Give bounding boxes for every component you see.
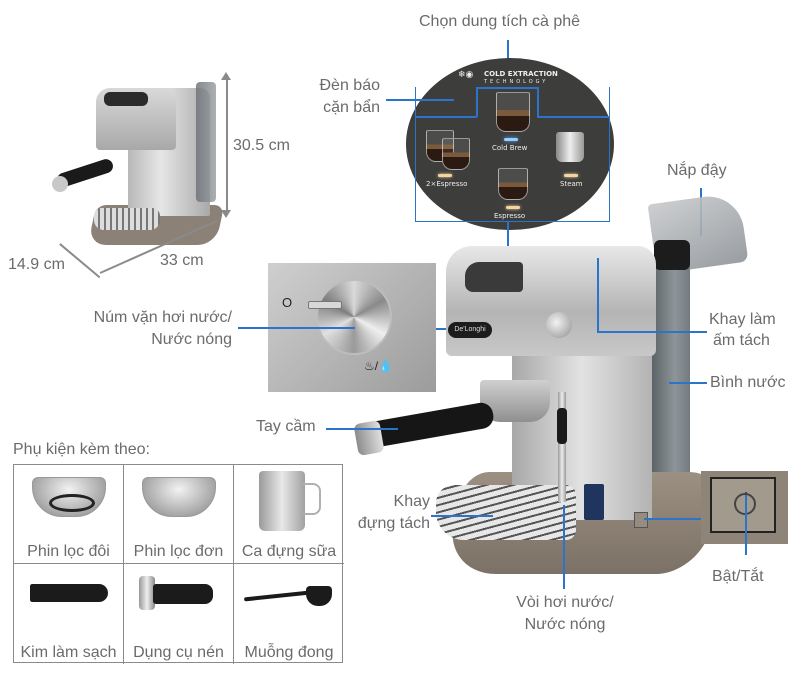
cup-volume-box-top-left [415, 116, 477, 118]
handle-callout [326, 428, 398, 430]
cup-volume-box-top [476, 87, 538, 89]
tamper-icon [138, 576, 219, 610]
option-cold-brew[interactable]: Cold Brew [492, 144, 528, 152]
height-arrow-top-icon [221, 72, 231, 80]
steam-wand-grip [557, 408, 567, 444]
lid-hinge [654, 240, 690, 270]
height-arrow-bottom-icon [221, 210, 231, 218]
qr-info-sticker [584, 484, 604, 520]
power-callout-h [644, 518, 701, 520]
machine-power-button-icon[interactable] [634, 512, 648, 528]
cup-warmer-label-2: ấm tách [713, 332, 770, 349]
steam-led [564, 174, 578, 177]
small-machine-tray [94, 208, 160, 230]
steam-knob-label-1: Núm vặn hơi nước/ [93, 309, 232, 326]
steam-wand-callout [563, 505, 565, 589]
portafilter-handle-cap [353, 419, 385, 457]
steam-knob-label-2: Nước nóng [151, 331, 232, 348]
accessories-title: Phụ kiện kèm theo: [13, 441, 150, 458]
cup-volume-box-top-right [537, 116, 610, 118]
drip-tray-icon[interactable] [436, 485, 576, 540]
cup-volume-highlight-box [415, 87, 610, 222]
cup-volume-label: Chọn dung tích cà phê [419, 13, 581, 30]
steam-knob-callout [238, 327, 355, 329]
descale-light-label-1: Đèn báo [319, 77, 381, 94]
brand-line1: COLD EXTRACTION [484, 70, 558, 78]
brand-line2: TECHNOLOGY [484, 79, 549, 85]
cold-brew-led [504, 138, 518, 141]
depth-dimension-line [59, 243, 101, 278]
measuring-spoon-icon [243, 586, 334, 608]
steam-water-symbol-icon: ♨/💧 [364, 359, 394, 373]
cold-brew-cup-icon [496, 92, 530, 132]
option-double-espresso[interactable]: 2×Espresso [426, 180, 468, 188]
option-steam[interactable]: Steam [560, 180, 583, 188]
option-espresso[interactable]: Espresso [494, 212, 526, 220]
accessory-item: Muỗng đong [234, 564, 344, 664]
accessory-label: Ca đựng sữa [241, 543, 337, 560]
steam-wand-label-1: Vòi hơi nước/ [516, 594, 614, 611]
depth-dimension-label: 14.9 cm [8, 256, 65, 273]
cup-volume-box-step-right [537, 87, 539, 117]
lid-label: Nắp đậy [667, 162, 727, 179]
height-dimension-label: 30.5 cm [233, 137, 290, 154]
water-tank-label: Bình nước [710, 374, 786, 391]
accessory-item: Ca đựng sữa [234, 465, 344, 564]
milk-pitcher-icon [259, 471, 322, 531]
machine-steam-knob-icon[interactable] [546, 312, 572, 338]
water-tank-callout [669, 382, 707, 384]
water-tank-icon[interactable] [652, 258, 690, 502]
single-filter-basket-icon [141, 477, 216, 517]
steam-knob-lever [308, 301, 342, 309]
accessory-item: Phin lọc đơn [124, 465, 234, 564]
cup-warmer-callout-v [597, 258, 599, 332]
panel-to-machine-callout [507, 222, 509, 258]
accessory-label: Dụng cụ nén [133, 644, 224, 661]
steam-pitcher-icon [556, 132, 584, 162]
accessories-grid: Phin lọc đôi Phin lọc đơn Ca đựng sữa Ki… [13, 464, 344, 664]
brand-logo: De'Longhi [448, 322, 492, 338]
width-dimension-label: 33 cm [160, 252, 204, 269]
handle-label: Tay cầm [256, 418, 316, 435]
control-panel-closeup: ❄◉ COLD EXTRACTION TECHNOLOGY Cold Brew … [406, 58, 614, 230]
small-machine-panel [104, 92, 148, 106]
steam-knob-icon[interactable] [316, 279, 392, 355]
cold-extraction-logo-icon: ❄◉ [458, 70, 474, 80]
drip-tray-label-1: Khay [393, 493, 430, 510]
power-button[interactable] [710, 477, 776, 533]
espresso-cup-icon [498, 168, 528, 200]
cup-volume-box-step-left [476, 87, 478, 117]
descale-light-callout [386, 99, 454, 101]
cleaning-tool-icon [29, 584, 108, 602]
power-button-closeup [701, 471, 788, 544]
small-machine-handle-knob [52, 176, 68, 192]
accessory-label: Kim làm sạch [20, 644, 117, 661]
accessory-item: Kim làm sạch [14, 564, 124, 664]
accessory-label: Muỗng đong [244, 644, 334, 661]
drip-tray-label-2: đựng tách [357, 515, 430, 532]
power-callout-v [745, 495, 747, 555]
accessory-label: Phin lọc đôi [27, 543, 110, 560]
double-espresso-led [438, 174, 452, 177]
cup-warmer-callout-h [597, 331, 707, 333]
steam-wand-icon[interactable] [558, 392, 566, 502]
steam-wand-label-2: Nước nóng [524, 616, 606, 633]
accessory-item: Phin lọc đôi [14, 465, 124, 564]
accessory-label: Phin lọc đơn [133, 543, 224, 560]
descale-light-label-2: cặn bẩn [323, 99, 380, 116]
small-machine-tank [196, 82, 216, 202]
double-filter-basket-icon [31, 477, 106, 517]
double-espresso-cup2-icon [442, 138, 470, 170]
power-label: Bật/Tắt [712, 568, 764, 585]
espresso-led [506, 206, 520, 209]
height-dimension-line [226, 76, 228, 212]
off-position-symbol: O [282, 295, 293, 310]
drip-tray-callout [431, 515, 493, 517]
accessory-item: Dụng cụ nén [124, 564, 234, 664]
machine-control-panel[interactable] [465, 262, 523, 292]
cup-warmer-label-1: Khay làm [709, 311, 776, 328]
